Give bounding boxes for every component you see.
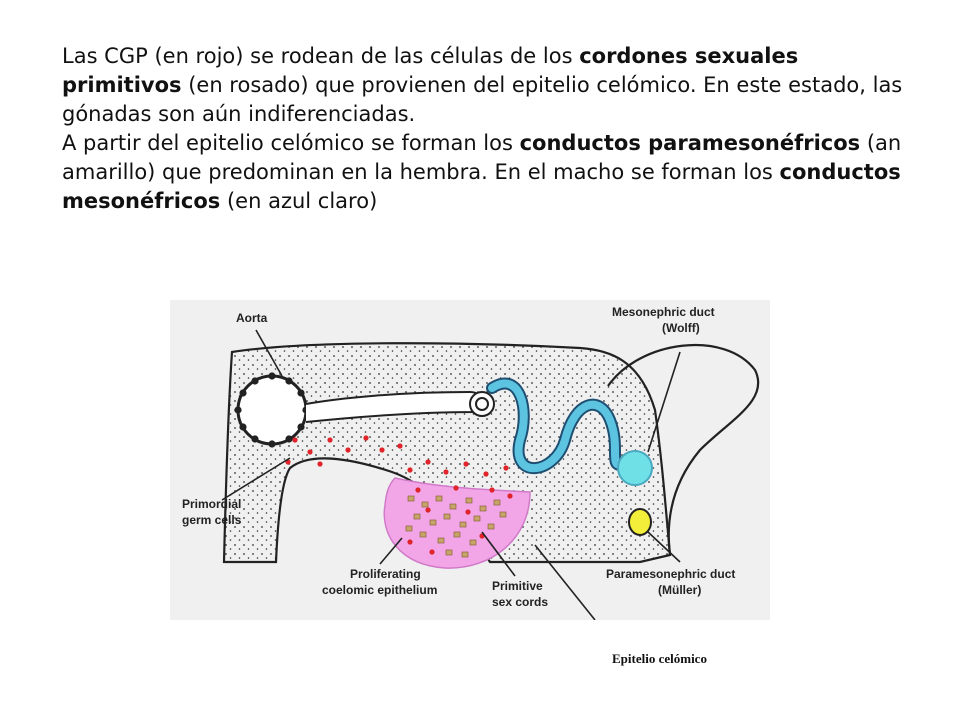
label-primordial: Primordial	[182, 497, 241, 511]
label-sex-cords: sex cords	[492, 595, 548, 609]
diagram-svg: Aorta Mesonephric duct (Wolff) Primordia…	[170, 300, 770, 620]
term-cordones-sexuales: cordones sexuales primitivos	[62, 44, 799, 97]
text-run: A partir del epitelio celómico se forman…	[62, 131, 520, 155]
label-aorta: Aorta	[236, 311, 268, 325]
sex-cord-cells	[405, 495, 507, 558]
paragraph-1: Las CGP (en rojo) se rodean de las célul…	[62, 42, 922, 129]
term-conductos-mesonefricos: conductos mesonéfricos	[62, 160, 901, 213]
label-paramesonephric-duct: Paramesonephric duct	[606, 567, 735, 581]
label-paramesonephric-muller: (Müller)	[658, 583, 701, 597]
text-run: (en rosado) que provienen del epitelio c…	[62, 73, 903, 126]
gonadal-ridge	[383, 477, 531, 569]
paramesonephric-duct	[628, 508, 652, 536]
text-run: Las CGP (en rojo) se rodean de las célul…	[62, 44, 580, 68]
label-germ-cells: germ cells	[182, 513, 242, 527]
mesonephric-tubule-fill	[488, 379, 624, 473]
label-coelomic-epithelium: coelomic epithelium	[322, 583, 437, 597]
coelom-edge	[607, 343, 760, 556]
primordial-germ-cells	[285, 435, 513, 555]
figure-caption: Epitelio celómico	[612, 651, 707, 666]
text-run: (en azul claro)	[220, 189, 378, 213]
coiled-tubule	[469, 391, 495, 417]
leader-lines	[221, 329, 681, 620]
term-conductos-paramesonefricos: conductos paramesonéfricos	[519, 131, 861, 155]
label-proliferating: Proliferating	[350, 567, 421, 581]
label-mesonephric-wolff: (Wolff)	[662, 321, 700, 335]
description-text: Las CGP (en rojo) se rodean de las célul…	[62, 42, 922, 216]
text-run: (an amarillo) que predominan en la hembr…	[62, 131, 902, 184]
label-mesonephric-duct: Mesonephric duct	[612, 305, 715, 319]
embryo-diagram: Aorta Mesonephric duct (Wolff) Primordia…	[170, 300, 770, 620]
mesonephric-duct-lumen	[617, 450, 653, 486]
paragraph-2: A partir del epitelio celómico se forman…	[62, 129, 922, 216]
label-primitive: Primitive	[492, 579, 543, 593]
